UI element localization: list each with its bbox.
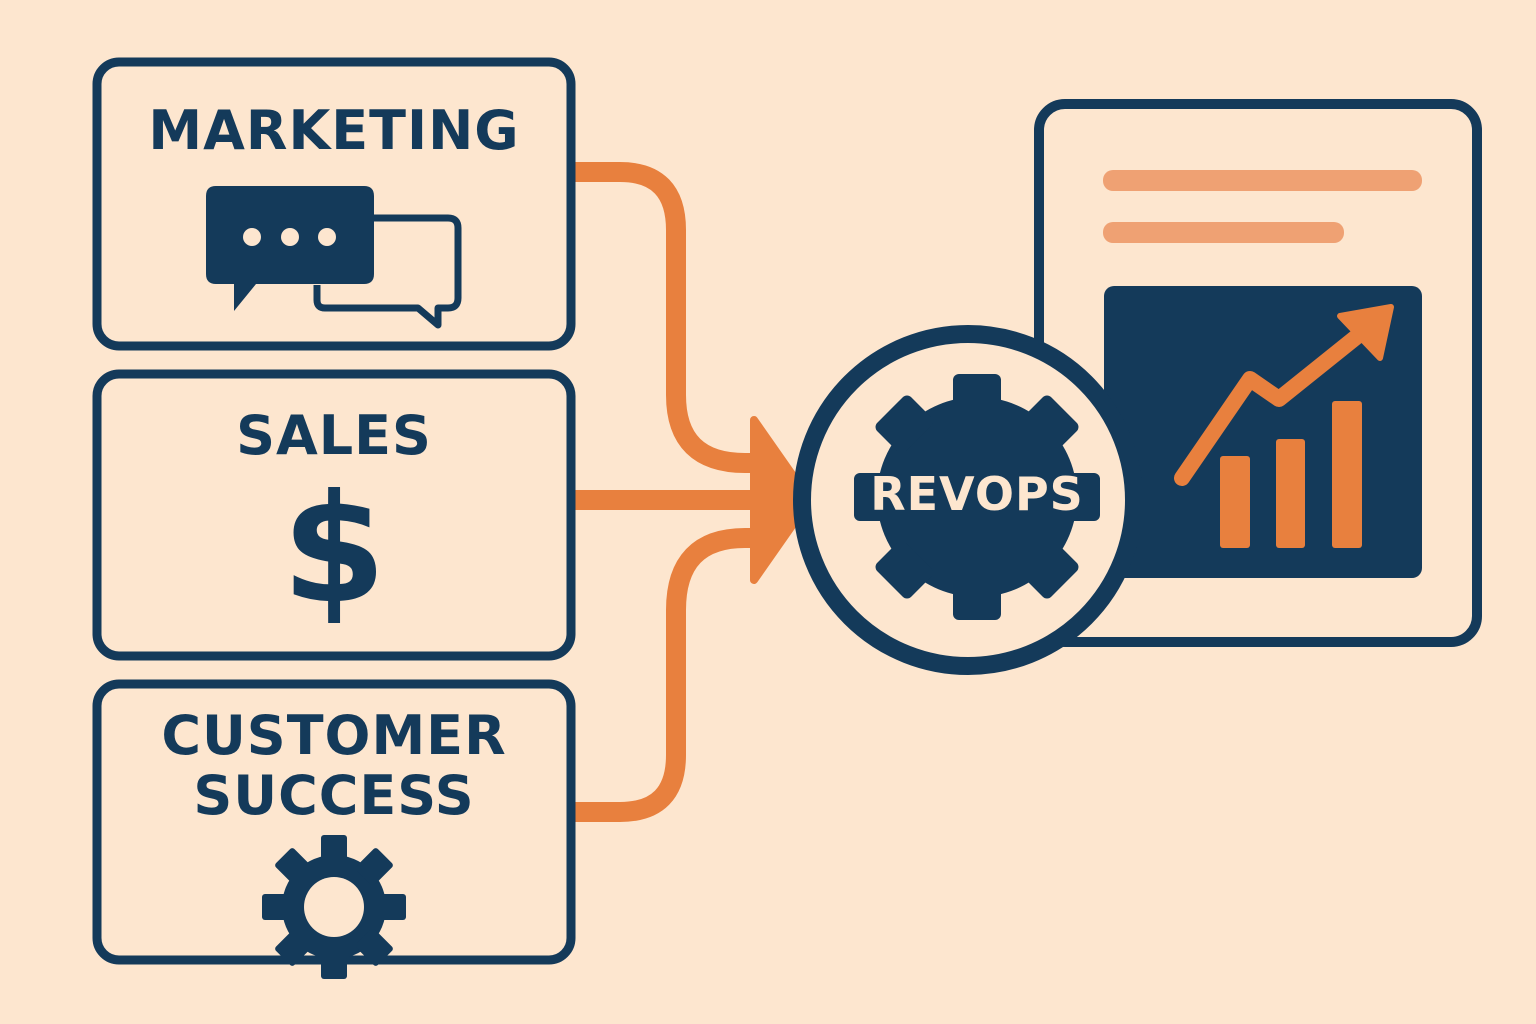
- growth-chart-icon: [1174, 304, 1394, 548]
- sales-box: [92, 369, 576, 661]
- marketing-box: [92, 57, 576, 351]
- arrowhead: [750, 416, 814, 584]
- gear-icon: [262, 835, 406, 979]
- report-line-1: [1103, 170, 1422, 191]
- marketing-label: MARKETING: [148, 99, 520, 162]
- sales-label: SALES: [236, 404, 432, 467]
- report-card: [1034, 99, 1482, 647]
- connector-marketing: [575, 162, 770, 473]
- revops-hub: [793, 325, 1143, 675]
- gear-icon: [854, 374, 1100, 620]
- customer-success-label-line2: SUCCESS: [193, 764, 475, 827]
- report-line-2: [1103, 222, 1344, 243]
- connector-customer-success: [575, 528, 770, 822]
- customer-success-label-line1: CUSTOMER: [161, 704, 507, 767]
- dollar-sign-icon: $: [281, 463, 387, 637]
- connector-arrows: [575, 162, 770, 822]
- chat-bubbles-icon: [206, 186, 462, 329]
- revops-label: REVOPS: [870, 467, 1084, 521]
- customer-success-box: [92, 679, 576, 979]
